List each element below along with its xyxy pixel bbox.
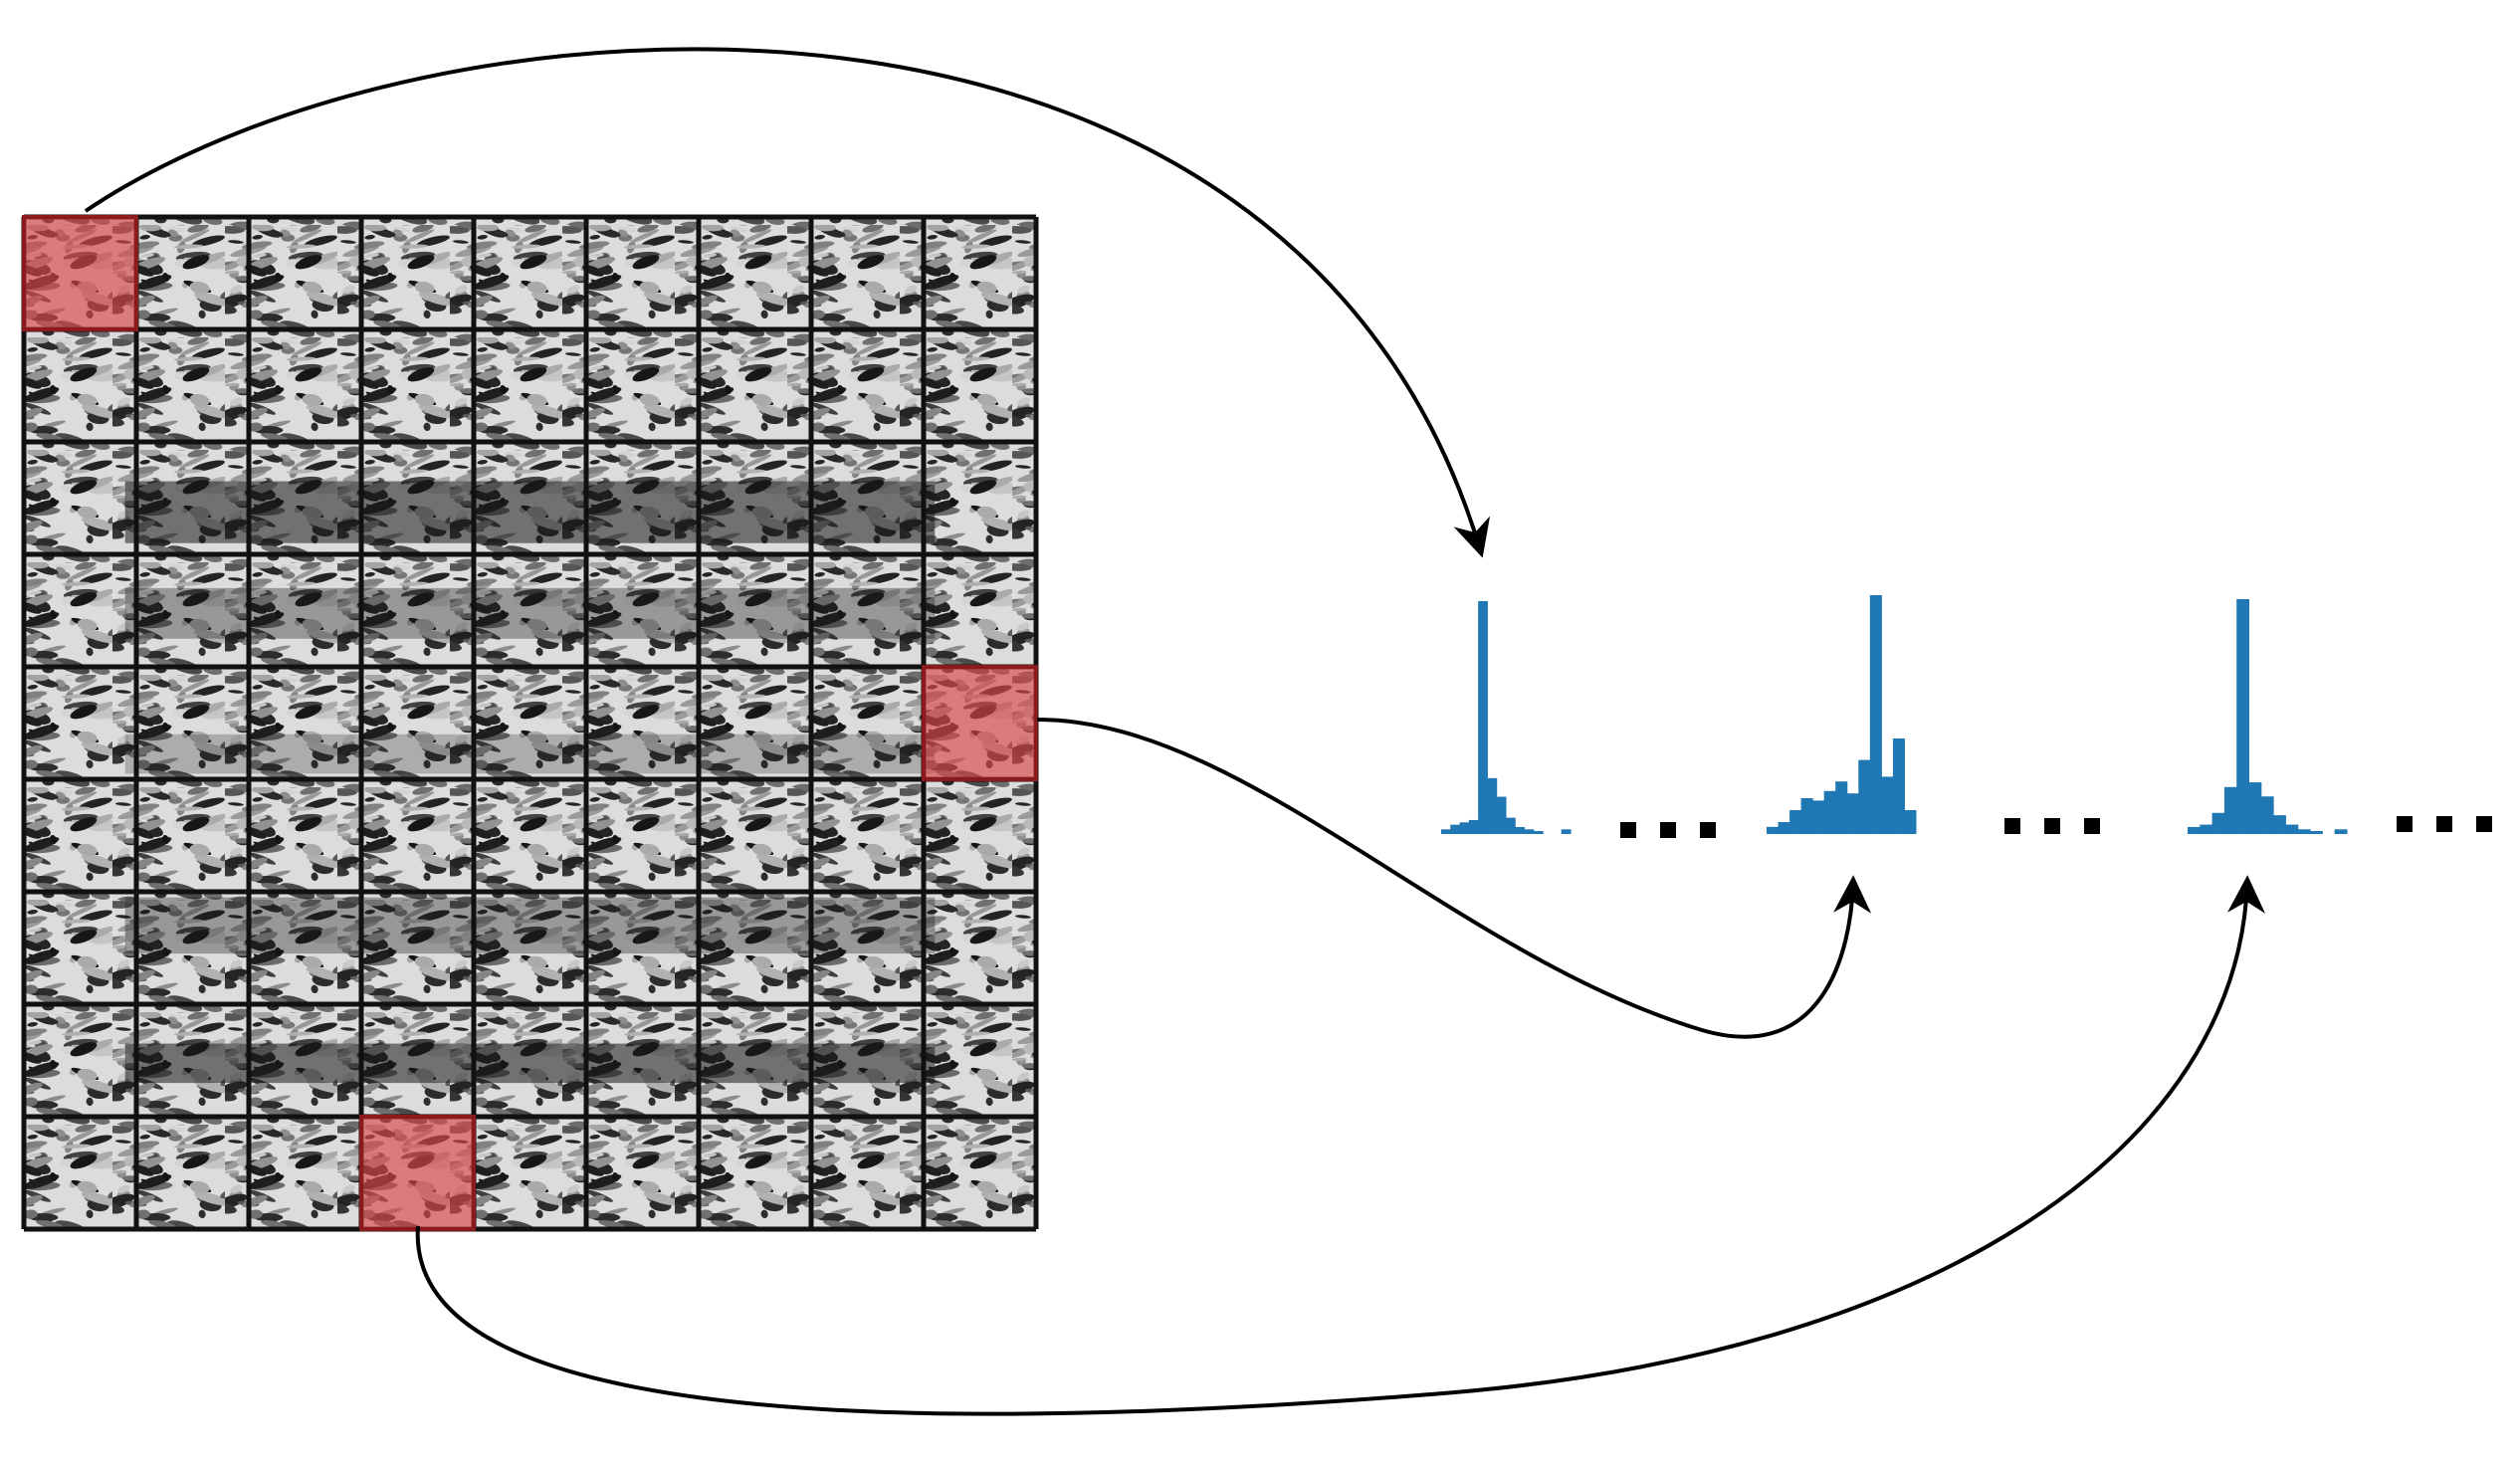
histogram-bar xyxy=(2297,829,2311,834)
arrow-cell-8-3-to-histogram-last xyxy=(415,875,2265,1416)
ellipsis-dot xyxy=(2397,816,2413,832)
image-patch-grid xyxy=(21,214,1039,1232)
connection-arrows xyxy=(84,47,2265,1416)
histogram-bar xyxy=(1800,798,1813,834)
ellipsis-dot xyxy=(2436,816,2452,832)
histogram-bar xyxy=(1506,817,1516,834)
arrow-cell-4-8-to-histogram-middle xyxy=(1036,718,1872,1039)
histogram-bar xyxy=(1561,829,1572,834)
shading-band xyxy=(124,587,936,639)
histogram-bar xyxy=(1789,810,1802,834)
histogram-middle xyxy=(1767,595,1917,834)
histogram-bar xyxy=(2188,826,2201,834)
shading-band xyxy=(124,734,936,774)
histogram-bar xyxy=(1858,759,1871,834)
ellipsis-dot xyxy=(2084,818,2100,834)
ellipsis-dot xyxy=(1660,822,1676,838)
histogram-bar xyxy=(1835,781,1848,834)
arrow-cell-0-0-to-histogram-first xyxy=(84,47,1491,558)
histogram-bar xyxy=(1441,829,1451,834)
histogram-bar xyxy=(1823,790,1836,834)
shading-band xyxy=(124,897,936,954)
histogram-bar xyxy=(2273,815,2286,834)
highlighted-cell-r4-c8 xyxy=(922,665,1038,781)
histogram-first xyxy=(1441,601,1572,834)
shading-band xyxy=(124,1043,936,1084)
highlighted-patches xyxy=(22,215,1038,1231)
histogram-bar xyxy=(1450,824,1461,834)
ellipsis-dot xyxy=(2044,818,2060,834)
histogram-bar xyxy=(2200,824,2213,834)
histogram-bar xyxy=(2223,786,2237,834)
highlighted-cell-r8-c3 xyxy=(359,1115,476,1231)
histogram-bar xyxy=(1881,776,1894,834)
ellipsis-2 xyxy=(2004,818,2100,834)
histogram-bar xyxy=(1846,793,1859,834)
histogram-bar xyxy=(1524,829,1535,834)
highlighted-cell-r0-c0 xyxy=(22,215,138,331)
histogram-bar xyxy=(1904,810,1917,834)
ellipsis-dot xyxy=(2004,818,2020,834)
histogram-bar xyxy=(1812,800,1825,834)
histogram-bar xyxy=(1515,826,1526,834)
histogram-bar xyxy=(1487,777,1498,834)
histogram-bar xyxy=(1778,822,1790,834)
histogram-bar xyxy=(2248,782,2262,834)
histogram-bar xyxy=(1459,822,1470,834)
shading-band xyxy=(124,481,936,543)
ellipsis-dot xyxy=(1620,822,1636,838)
ellipsis-1 xyxy=(1620,822,1716,838)
histogram-bar xyxy=(2285,824,2299,834)
histogram-bar xyxy=(1496,796,1507,834)
histogram-bar xyxy=(2236,599,2250,834)
histogram-bar xyxy=(2260,796,2274,834)
histogram-bar xyxy=(1533,831,1544,834)
ellipsis-dot xyxy=(1700,822,1716,838)
ellipsis-3 xyxy=(2397,816,2492,832)
histogram-bar xyxy=(1468,819,1479,834)
histogram-bar xyxy=(2334,829,2348,834)
histogram-bar xyxy=(2310,831,2323,834)
ellipsis-dots xyxy=(1620,816,2492,838)
histogram-last xyxy=(2188,599,2348,834)
histogram-bar xyxy=(1767,826,1780,834)
histogram-bar xyxy=(1478,601,1488,834)
ellipsis-dot xyxy=(2476,816,2492,832)
histogram-bar xyxy=(2211,812,2225,834)
histogram-bar xyxy=(1892,738,1905,834)
histogram-bar xyxy=(1869,595,1882,834)
histograms xyxy=(1441,595,2348,834)
